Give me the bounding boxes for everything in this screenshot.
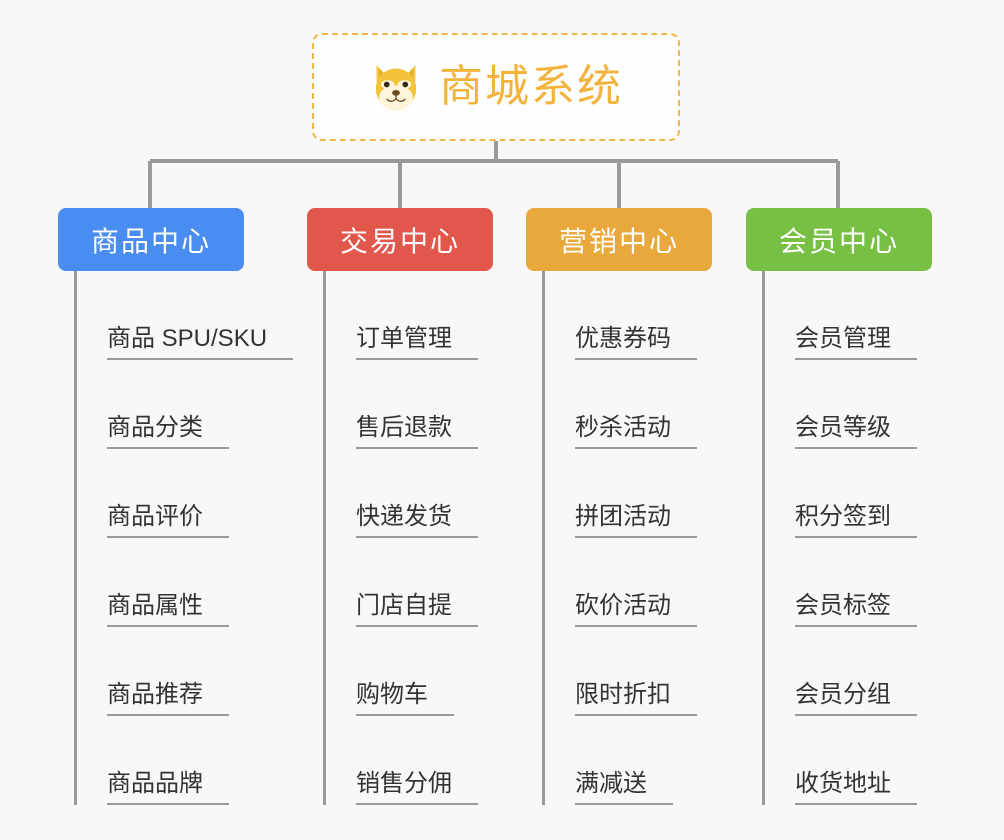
root-title: 商城系统 bbox=[439, 62, 623, 111]
leaf-label: 快递发货 bbox=[356, 503, 478, 538]
leaf-label: 满减送 bbox=[575, 770, 673, 805]
leaf-item[interactable]: 会员等级 bbox=[765, 360, 932, 449]
leaf-list-3: 会员管理 会员等级 积分签到 会员标签 会员分组 收货地址 bbox=[762, 271, 932, 805]
root-node[interactable]: 商城系统 bbox=[312, 33, 680, 141]
leaf-label: 商品 SPU/SKU bbox=[107, 325, 294, 360]
leaf-label: 积分签到 bbox=[795, 503, 917, 538]
leaf-item[interactable]: 限时折扣 bbox=[545, 627, 712, 716]
leaf-label: 商品推荐 bbox=[107, 681, 229, 716]
leaf-item[interactable]: 门店自提 bbox=[326, 538, 493, 627]
leaf-label: 会员分组 bbox=[795, 681, 917, 716]
leaf-item[interactable]: 商品评价 bbox=[77, 449, 244, 538]
leaf-item[interactable]: 商品分类 bbox=[77, 360, 244, 449]
leaf-item[interactable]: 会员标签 bbox=[765, 538, 932, 627]
leaf-item[interactable]: 收货地址 bbox=[765, 716, 932, 805]
leaf-label: 优惠券码 bbox=[575, 325, 697, 360]
branch-column-0: 商品中心 商品 SPU/SKU 商品分类 商品评价 商品属性 商品推荐 商品品牌 bbox=[58, 208, 294, 805]
leaf-item[interactable]: 会员管理 bbox=[765, 271, 932, 360]
leaf-item[interactable]: 售后退款 bbox=[326, 360, 493, 449]
leaf-list-2: 优惠券码 秒杀活动 拼团活动 砍价活动 限时折扣 满减送 bbox=[542, 271, 712, 805]
leaf-label: 商品分类 bbox=[107, 414, 229, 449]
leaf-item[interactable]: 积分签到 bbox=[765, 449, 932, 538]
leaf-label: 会员标签 bbox=[795, 592, 917, 627]
branch-column-3: 会员中心 会员管理 会员等级 积分签到 会员标签 会员分组 收货地址 bbox=[746, 208, 932, 805]
leaf-label: 会员等级 bbox=[795, 414, 917, 449]
leaf-item[interactable]: 砍价活动 bbox=[545, 538, 712, 627]
leaf-label: 商品品牌 bbox=[107, 770, 229, 805]
leaf-label: 会员管理 bbox=[795, 325, 917, 360]
leaf-list-1: 订单管理 售后退款 快递发货 门店自提 购物车 销售分佣 bbox=[323, 271, 493, 805]
shiba-dog-face-icon bbox=[375, 65, 417, 111]
branch-head-2[interactable]: 营销中心 bbox=[526, 208, 712, 271]
leaf-label: 购物车 bbox=[356, 681, 454, 716]
connector-group bbox=[148, 141, 840, 208]
leaf-label: 拼团活动 bbox=[575, 503, 697, 538]
leaf-label: 商品属性 bbox=[107, 592, 229, 627]
leaf-item[interactable]: 拼团活动 bbox=[545, 449, 712, 538]
branch-head-label-3: 会员中心 bbox=[778, 225, 899, 257]
leaf-label: 商品评价 bbox=[107, 503, 229, 538]
leaf-label: 销售分佣 bbox=[356, 770, 478, 805]
branch-head-label-0: 商品中心 bbox=[90, 225, 211, 257]
branch-head-0[interactable]: 商品中心 bbox=[58, 208, 244, 271]
leaf-item[interactable]: 销售分佣 bbox=[326, 716, 493, 805]
leaf-item[interactable]: 满减送 bbox=[545, 716, 712, 805]
branch-column-2: 营销中心 优惠券码 秒杀活动 拼团活动 砍价活动 限时折扣 满减送 bbox=[526, 208, 712, 805]
leaf-item[interactable]: 会员分组 bbox=[765, 627, 932, 716]
leaf-label: 限时折扣 bbox=[575, 681, 697, 716]
branch-head-label-1: 交易中心 bbox=[339, 225, 460, 257]
leaf-list-0: 商品 SPU/SKU 商品分类 商品评价 商品属性 商品推荐 商品品牌 bbox=[74, 271, 294, 805]
leaf-label: 售后退款 bbox=[356, 414, 478, 449]
leaf-item[interactable]: 秒杀活动 bbox=[545, 360, 712, 449]
leaf-label: 订单管理 bbox=[356, 325, 478, 360]
leaf-item[interactable]: 快递发货 bbox=[326, 449, 493, 538]
leaf-item[interactable]: 商品推荐 bbox=[77, 627, 244, 716]
branch-head-label-2: 营销中心 bbox=[558, 225, 679, 257]
leaf-item[interactable]: 购物车 bbox=[326, 627, 493, 716]
leaf-label: 收货地址 bbox=[795, 770, 917, 805]
branch-column-1: 交易中心 订单管理 售后退款 快递发货 门店自提 购物车 销售分佣 bbox=[307, 208, 493, 805]
branch-head-3[interactable]: 会员中心 bbox=[746, 208, 932, 271]
leaf-item[interactable]: 商品品牌 bbox=[77, 716, 244, 805]
leaf-item[interactable]: 商品属性 bbox=[77, 538, 244, 627]
branch-head-1[interactable]: 交易中心 bbox=[307, 208, 493, 271]
leaf-label: 秒杀活动 bbox=[575, 414, 697, 449]
leaf-label: 砍价活动 bbox=[575, 592, 697, 627]
leaf-item[interactable]: 商品 SPU/SKU bbox=[77, 271, 294, 360]
leaf-item[interactable]: 优惠券码 bbox=[545, 271, 712, 360]
leaf-label: 门店自提 bbox=[356, 592, 478, 627]
leaf-item[interactable]: 订单管理 bbox=[326, 271, 493, 360]
